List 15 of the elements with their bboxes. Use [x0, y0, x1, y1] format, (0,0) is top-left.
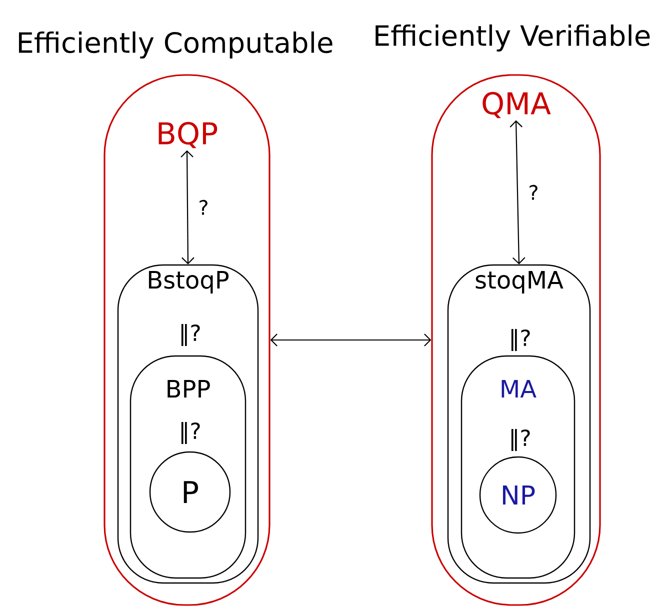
circle-region: P — [149, 451, 231, 533]
double-arrow — [270, 334, 432, 346]
edge-label: ? — [530, 184, 538, 200]
equality-mark: ‖? — [181, 324, 200, 346]
equality-mark: ‖? — [511, 329, 530, 351]
heading: Efficiently Verifiable — [376, 24, 650, 52]
circle-region: NP — [479, 456, 557, 534]
oval-region — [104, 74, 270, 606]
double-arrow — [180, 150, 194, 264]
class-name: QMA — [482, 92, 551, 118]
edge-label: ? — [200, 200, 208, 215]
oval-region — [431, 74, 601, 606]
double-arrow — [510, 120, 526, 264]
heading: Efficiently Computable — [18, 31, 332, 59]
class-name: BQP — [158, 122, 218, 148]
